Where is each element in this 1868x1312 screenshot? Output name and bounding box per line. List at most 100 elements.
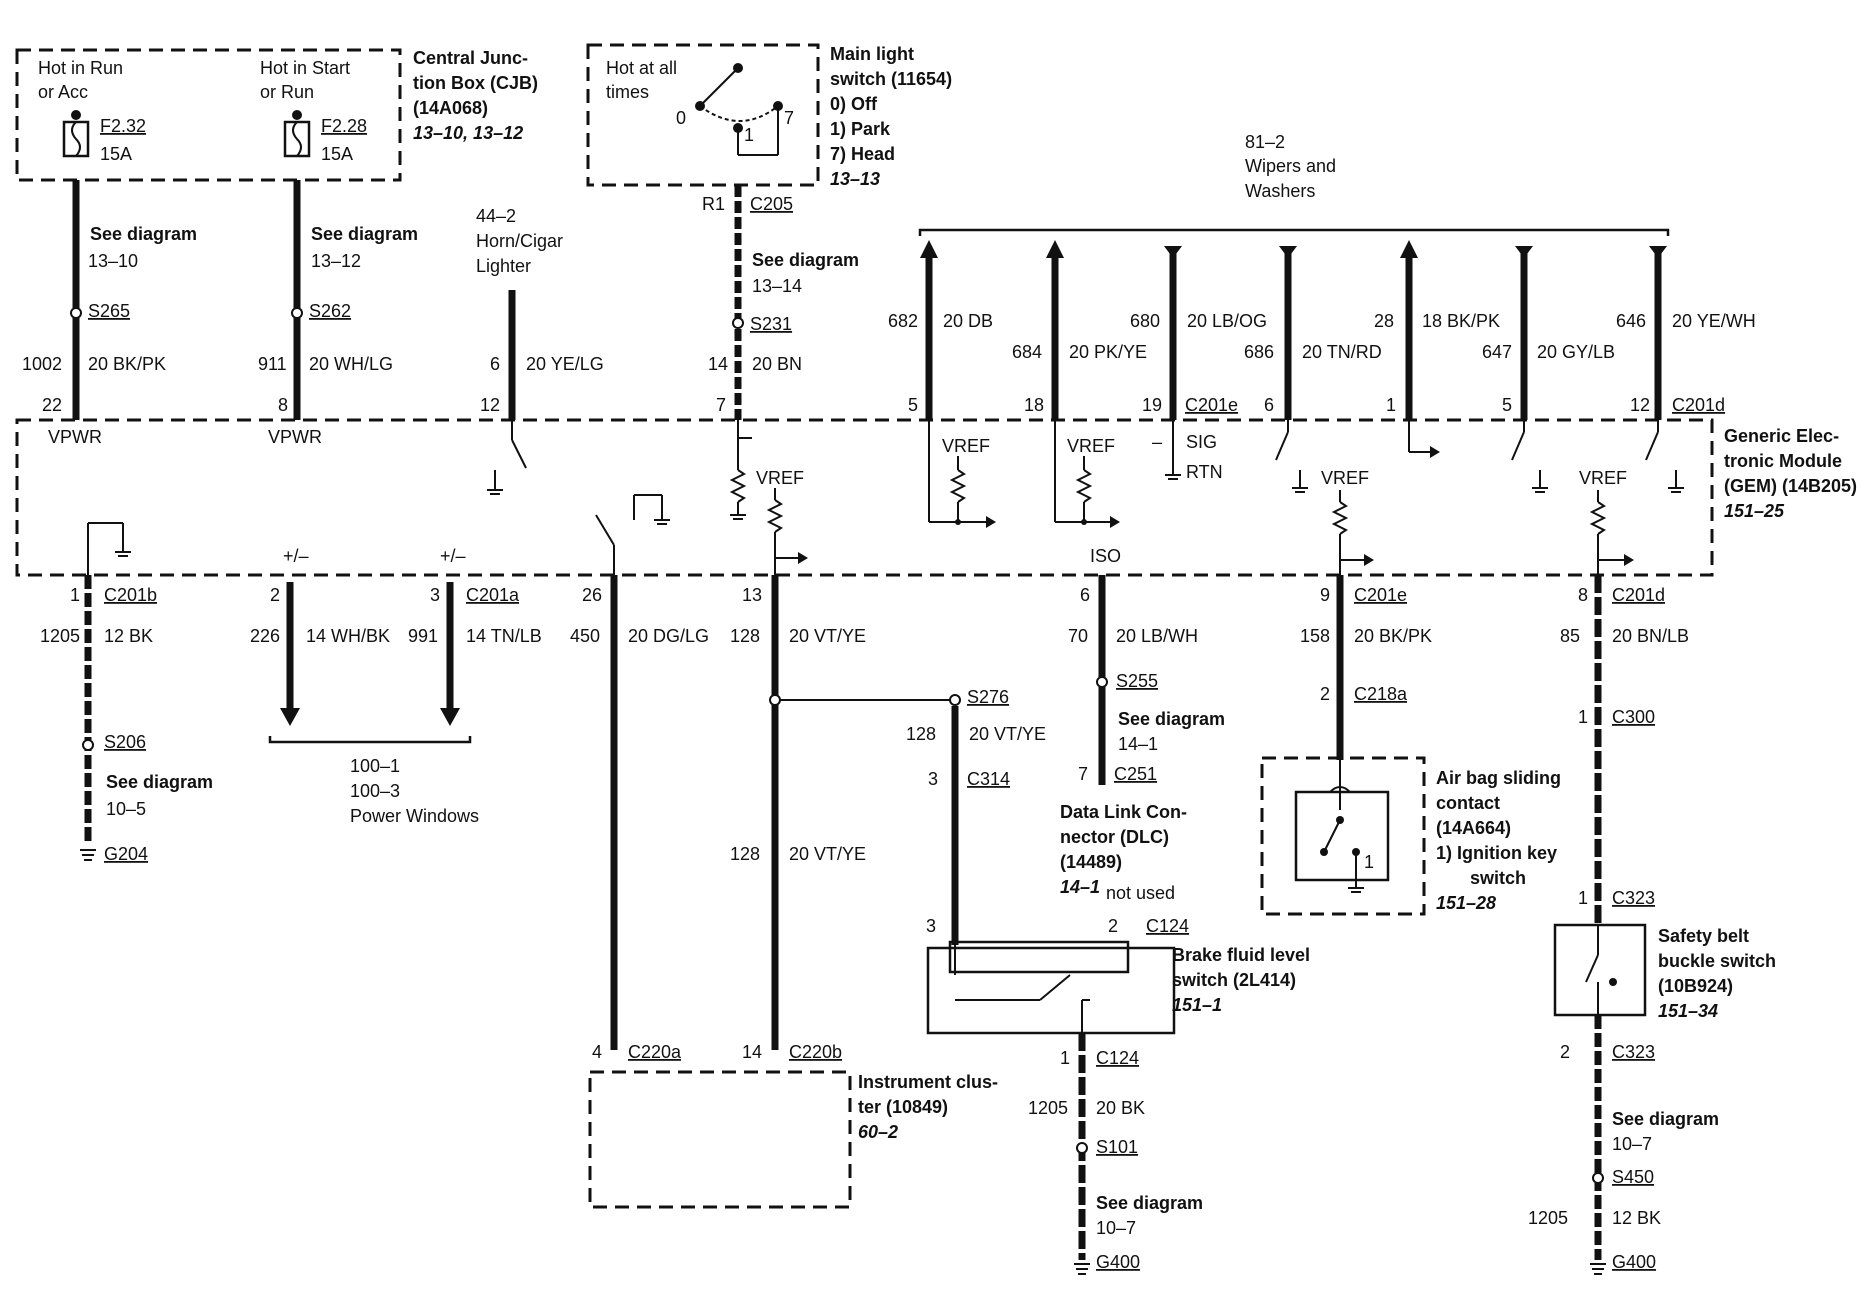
gem-rtn: RTN bbox=[1186, 462, 1223, 482]
c251-pin: 7 bbox=[1078, 764, 1088, 784]
airbag-item-1: 1) Ignition key bbox=[1436, 843, 1557, 863]
see-diagram-10-7-brake: See diagram bbox=[1096, 1193, 1203, 1213]
wire-991-circuit: 991 bbox=[408, 626, 438, 646]
cluster-title-1: Instrument clus- bbox=[858, 1072, 998, 1092]
c300-pin: 1 bbox=[1578, 707, 1588, 727]
wire-1002-sig: VPWR bbox=[48, 427, 102, 447]
wiper-wire-684-circuit: 684 bbox=[1012, 342, 1042, 362]
wire-1002-pin: 22 bbox=[42, 395, 62, 415]
horn-label-2: Lighter bbox=[476, 256, 531, 276]
wire-6-gauge: 20 YE/LG bbox=[526, 354, 604, 374]
brake-pin-1: 1 bbox=[1060, 1048, 1070, 1068]
wiper-wire-680 bbox=[1164, 246, 1182, 420]
airbag-item-2: switch bbox=[1470, 868, 1526, 888]
cluster-pin-4: 4 bbox=[592, 1042, 602, 1062]
cjb-label-acc: or Acc bbox=[38, 82, 88, 102]
wiper-wire-647-circuit: 647 bbox=[1482, 342, 1512, 362]
wire-911-sig: VPWR bbox=[268, 427, 322, 447]
connector-c251: C251 bbox=[1114, 764, 1157, 784]
brake-switch-inner bbox=[948, 940, 1130, 974]
wire-991-pin: 3 bbox=[430, 585, 440, 605]
wire-158-gauge: 20 BK/PK bbox=[1354, 626, 1432, 646]
connector-c300: C300 bbox=[1612, 707, 1655, 727]
wiper-wire-682-gauge: 20 DB bbox=[943, 311, 993, 331]
see-diagram-10-5-ref: 10–5 bbox=[106, 799, 146, 819]
wire-1205-gauge: 12 BK bbox=[104, 626, 153, 646]
gem-vref-128: VREF bbox=[756, 468, 804, 488]
belt-wire-circuit: 1205 bbox=[1528, 1208, 1568, 1228]
see-diagram-13-10-ref: 13–10 bbox=[88, 251, 138, 271]
see-diagram-13-12-ref: 13–12 bbox=[311, 251, 361, 271]
wiper-wire-647-pin: 5 bbox=[1502, 395, 1512, 415]
fuse-f2-28-amp: 15A bbox=[321, 144, 353, 164]
see-diagram-10-7-belt-ref: 10–7 bbox=[1612, 1134, 1652, 1154]
gem-iso: ISO bbox=[1090, 546, 1121, 566]
splice-s450: S450 bbox=[1612, 1167, 1654, 1187]
belt-title-2: buckle switch bbox=[1658, 951, 1776, 971]
see-diagram-10-7-brake-ref: 10–7 bbox=[1096, 1218, 1136, 1238]
wiper-wire-686-gauge: 20 TN/RD bbox=[1302, 342, 1382, 362]
light-switch-pos-1: 1 bbox=[744, 125, 754, 145]
light-switch-opt-1: 1) Park bbox=[830, 119, 891, 139]
light-switch-title-1: Main light bbox=[830, 44, 914, 64]
power-windows-bracket bbox=[268, 736, 472, 744]
light-switch-pos-0: 0 bbox=[676, 108, 686, 128]
cjb-ref: 13–10, 13–12 bbox=[413, 123, 523, 143]
ground-g204-icon bbox=[80, 849, 96, 861]
gem-box bbox=[15, 418, 1714, 577]
wipers-code: 81–2 bbox=[1245, 132, 1285, 152]
gem-ref: 151–25 bbox=[1724, 501, 1785, 521]
light-switch-pos-7: 7 bbox=[784, 108, 794, 128]
wiper-wire-646-gauge: 20 YE/WH bbox=[1672, 311, 1756, 331]
brake-title-1: Brake fluid level bbox=[1172, 945, 1310, 965]
safety-belt-switch-icon bbox=[1585, 925, 1617, 1015]
brake-switch-body bbox=[926, 946, 1176, 1035]
wire-128-gauge: 20 VT/YE bbox=[789, 626, 866, 646]
wiper-wire-646-pin: 12 bbox=[1630, 395, 1650, 415]
splice-s276: S276 bbox=[967, 687, 1009, 707]
wire-70-gauge: 20 LB/WH bbox=[1116, 626, 1198, 646]
brake-wire-circuit: 1205 bbox=[1028, 1098, 1068, 1118]
connector-c124-top: C124 bbox=[1146, 916, 1189, 936]
belt-wire-gauge: 12 BK bbox=[1612, 1208, 1661, 1228]
dlc-title-3: (14489) bbox=[1060, 852, 1122, 872]
wire-14-gauge: 20 BN bbox=[752, 354, 802, 374]
gem-vref-682: VREF bbox=[942, 436, 990, 456]
wire-450-gauge: 20 DG/LG bbox=[628, 626, 709, 646]
see-diagram-10-5: See diagram bbox=[106, 772, 213, 792]
wiper-wire-680-gauge: 20 LB/OG bbox=[1187, 311, 1267, 331]
wire-1002-circuit: 1002 bbox=[22, 354, 62, 374]
wiper-wire-28-gauge: 18 BK/PK bbox=[1422, 311, 1500, 331]
wire-6-circuit: 6 bbox=[490, 354, 500, 374]
brake-ref: 151–1 bbox=[1172, 995, 1222, 1015]
wire-226-arrow bbox=[280, 708, 300, 726]
gem-pm-991: +/– bbox=[440, 546, 466, 566]
belt-title-3: (10B924) bbox=[1658, 976, 1733, 996]
gem-internal-switches bbox=[87, 420, 1684, 575]
cluster-title-2: ter (10849) bbox=[858, 1097, 948, 1117]
dlc-not-used: not used bbox=[1106, 883, 1175, 903]
light-switch-icon bbox=[695, 63, 783, 156]
wipers-label-1: Wipers and bbox=[1245, 156, 1336, 176]
ground-g400-brake-icon bbox=[1074, 1263, 1090, 1275]
light-switch-opt-7: 7) Head bbox=[830, 144, 895, 164]
gem-vref-158: VREF bbox=[1321, 468, 1369, 488]
fuse-f2-32-amp: 15A bbox=[100, 144, 132, 164]
wire-226-gauge: 14 WH/BK bbox=[306, 626, 390, 646]
wire-911-pin: 8 bbox=[278, 395, 288, 415]
light-switch-hot-2: times bbox=[606, 82, 649, 102]
wire-128c-gauge: 20 VT/YE bbox=[789, 844, 866, 864]
airbag-switch-pos: 1 bbox=[1364, 852, 1374, 872]
brake-pin-2: 2 bbox=[1108, 916, 1118, 936]
wipers-bracket bbox=[918, 228, 1670, 236]
wiper-wire-682-circuit: 682 bbox=[888, 311, 918, 331]
airbag-title-3: (14A664) bbox=[1436, 818, 1511, 838]
wire-911-circuit: 911 bbox=[258, 354, 287, 374]
cjb-label-hot-run: Hot in Run bbox=[38, 58, 123, 78]
splice-s101: S101 bbox=[1096, 1137, 1138, 1157]
wiper-wire-646-circuit: 646 bbox=[1616, 311, 1646, 331]
light-switch-opt-0: 0) Off bbox=[830, 94, 878, 114]
airbag-switch-body bbox=[1294, 790, 1390, 882]
main-light-switch-box bbox=[586, 43, 820, 187]
